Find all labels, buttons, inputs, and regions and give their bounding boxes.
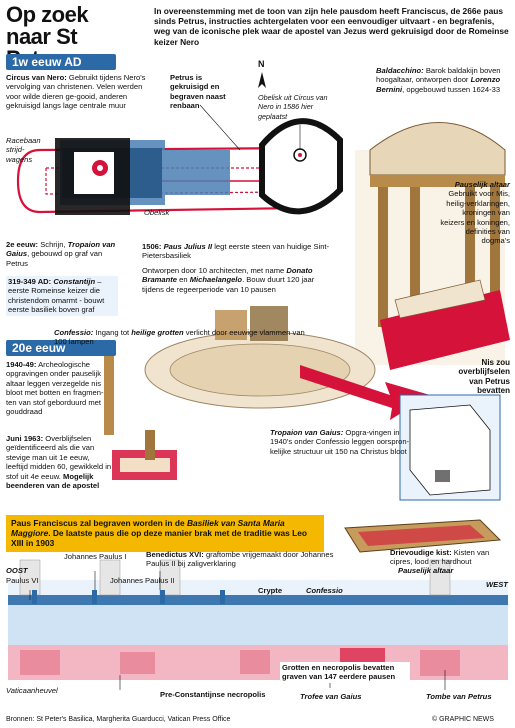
grottoes-layer bbox=[8, 605, 508, 645]
west-label: WEST bbox=[486, 580, 508, 589]
section-header-20e: 20e eeuw bbox=[6, 340, 116, 356]
racebaan-label: Racebaan strijd-wagens bbox=[6, 136, 41, 164]
altaar-label: Pauselijk altaar bbox=[398, 566, 454, 575]
obelisk-figure bbox=[104, 355, 114, 435]
pre-label: Pre-Constantijnse necropolis bbox=[160, 690, 266, 699]
vaticaan-label: Vaticaanheuvel bbox=[6, 686, 58, 695]
red-steps bbox=[380, 290, 510, 370]
column-4 bbox=[490, 187, 500, 327]
obelisk-label: Obelisk bbox=[144, 208, 170, 217]
section-header-1w: 1w eeuw AD bbox=[6, 54, 116, 70]
eeuw2-text: 2e eeuw: Schrijn, Tropaion van Gaius, ge… bbox=[6, 240, 116, 268]
y1506-text: 1506: Paus Julius II legt eerste steen v… bbox=[142, 242, 330, 261]
intro-text: In overeenstemming met de toon van zijn … bbox=[154, 6, 509, 47]
floor-level bbox=[8, 595, 508, 605]
tropaion-text: Tropaion van Gaius: Opgra-vingen in 1940… bbox=[270, 428, 410, 456]
compass-arrow bbox=[258, 72, 266, 88]
obelisk-uit-label: Obelisk uit Circus van Nero in 1586 hier… bbox=[258, 93, 328, 121]
oost-label: OOST bbox=[6, 566, 28, 575]
sources: Bronnen: St Peter's Basilica, Margherita… bbox=[6, 716, 231, 723]
confessio-label: Confessio bbox=[306, 586, 343, 595]
column-3 bbox=[465, 187, 475, 327]
compass-n: N bbox=[258, 59, 265, 69]
c319-text: 319-349 AD: Constantijn – eerste Romeins… bbox=[6, 276, 118, 316]
y1963-text: Juni 1963: Overblijfselen geïdentificeer… bbox=[6, 434, 112, 491]
baldacchino-canopy bbox=[369, 122, 506, 176]
copyright: © GRAPHIC NEWS bbox=[432, 716, 494, 723]
column-2 bbox=[410, 187, 420, 327]
baldacchino-text: Baldacchino: Barok baldakijn boven hooga… bbox=[376, 66, 501, 94]
grotten-label: Grotten en necropolis bevatten graven va… bbox=[280, 662, 410, 683]
papal-altar-block bbox=[394, 279, 486, 319]
column-1 bbox=[378, 187, 388, 327]
petrus-label: Petrus is gekruisigd en begraven naast r… bbox=[170, 73, 226, 111]
kist-text: Drievoudige kist: Kisten van cipres, loo… bbox=[390, 548, 490, 567]
bxvi-label: Benedictus XVI: graftombe vrijgemaakt do… bbox=[146, 550, 334, 569]
jp1-label: Johannes Paulus I bbox=[64, 552, 127, 561]
colonnade bbox=[259, 118, 343, 215]
y1940-text: 1940-49: Archeologische opgravingen onde… bbox=[6, 360, 104, 417]
guard-figure bbox=[145, 430, 155, 460]
racetrack-outline bbox=[16, 146, 302, 214]
circus-text: Circus van Nero: Gebruikt tijdens Nero's… bbox=[6, 73, 146, 111]
tombe-label: Tombe van Petrus bbox=[426, 692, 492, 701]
paulus6-label: Paulus VI bbox=[6, 576, 39, 585]
ontworpen-text: Ontworpen door 10 architecten, met name … bbox=[142, 266, 315, 294]
crypte-label: Crypte bbox=[258, 586, 283, 595]
jp2-label: Johannes Paulus II bbox=[110, 576, 175, 585]
pointer-arrow bbox=[300, 365, 430, 420]
nis-text: Nis zou overblijfselen van Petrus bevatt… bbox=[458, 358, 510, 396]
altaar-text: Pauselijk altaar Gebruikt voor Mis, heil… bbox=[440, 180, 510, 246]
confessio-text: Confessio: Ingang tot heilige grotten ve… bbox=[54, 328, 305, 347]
francis-highlight: Paus Franciscus zal begraven worden in d… bbox=[6, 515, 324, 552]
trofee-label: Trofee van Gaius bbox=[300, 692, 362, 701]
